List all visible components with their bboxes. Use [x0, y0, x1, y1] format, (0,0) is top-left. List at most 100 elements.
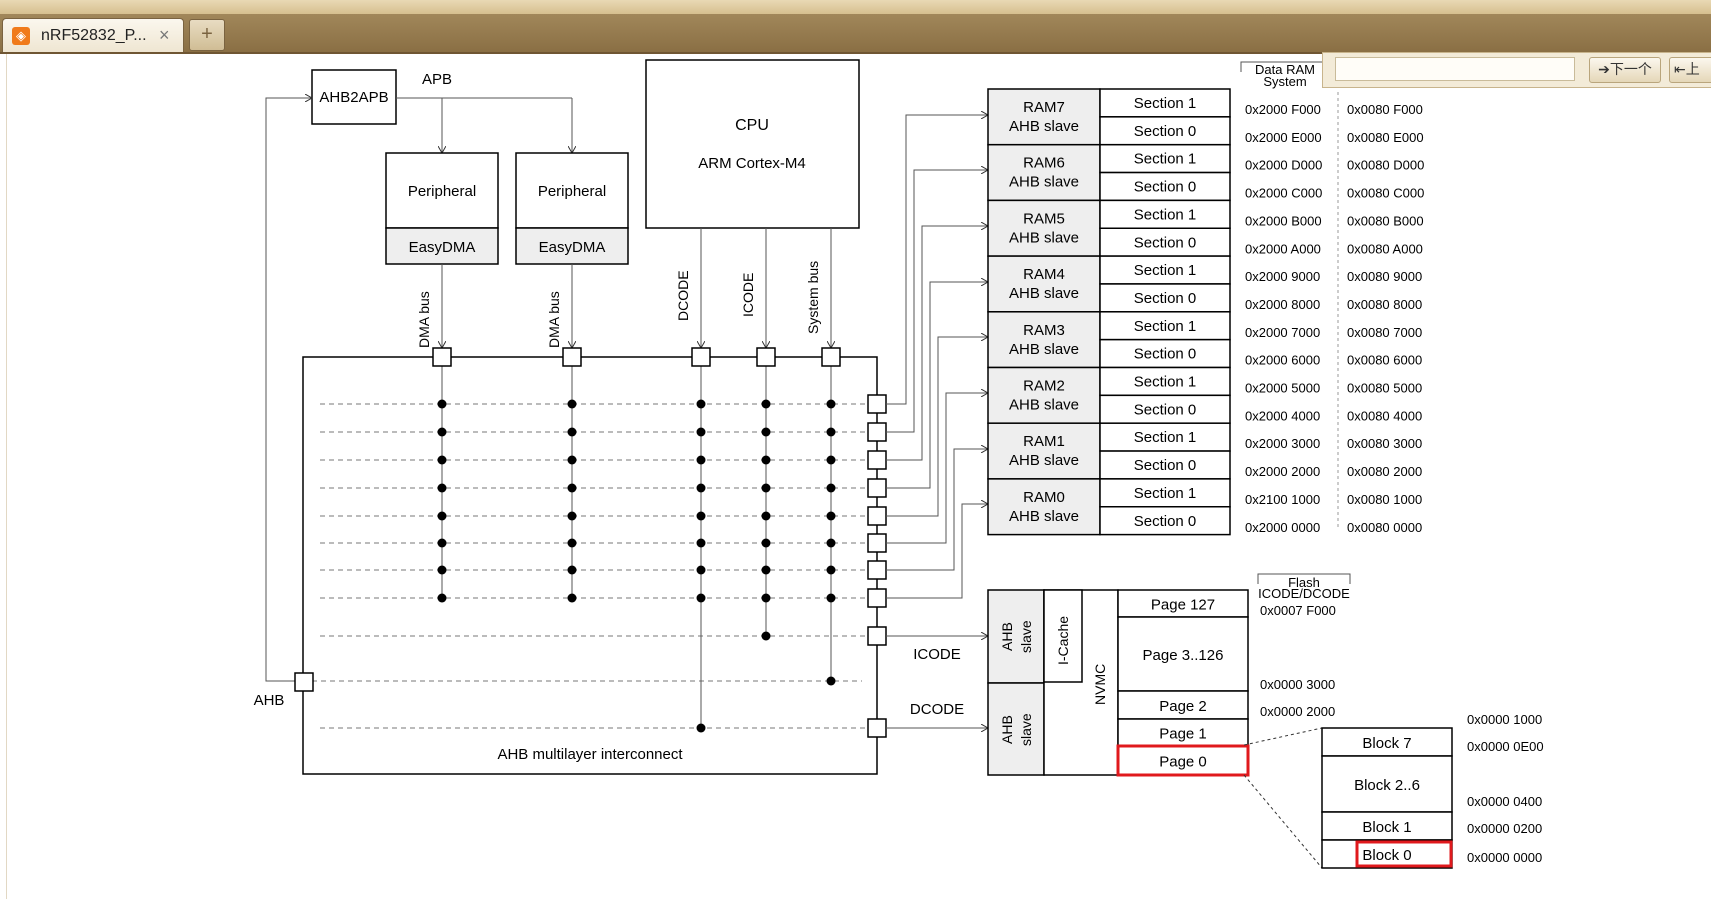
connection-dot [437, 565, 447, 575]
connection-dot [696, 723, 706, 733]
ahb-slave-label: AHB [999, 622, 1015, 651]
ram-slave-box [987, 422, 1101, 480]
connection-dot [437, 593, 447, 603]
block-box [1321, 839, 1453, 869]
data-ram-address: 0x2000 4000 [1245, 408, 1320, 423]
connection-dot [826, 538, 836, 548]
ram-name: RAM5 [1023, 210, 1065, 227]
flash-page-label: Page 1 [1159, 726, 1207, 743]
ahb2apb-label: AHB2APB [319, 89, 388, 106]
connection-dot [567, 538, 577, 548]
section0-box [1099, 394, 1231, 424]
section1-box [1099, 88, 1231, 118]
find-prev-button[interactable]: ⇤上 [1669, 57, 1711, 83]
connection-dot [696, 538, 706, 548]
interconnect-box [302, 356, 878, 775]
system-address: 0x0080 7000 [1347, 325, 1422, 340]
connection-dot [826, 455, 836, 465]
close-icon[interactable]: × [159, 25, 170, 45]
dma-bus-label: DMA bus [546, 291, 562, 348]
section0-box [1099, 283, 1231, 313]
connection-dot [761, 455, 771, 465]
cpu-core-label: ARM Cortex-M4 [698, 155, 806, 172]
connection-dot [826, 676, 836, 686]
section1-box [1099, 199, 1231, 229]
section1-label: Section 1 [1134, 318, 1197, 335]
flash-page-box [1117, 616, 1249, 692]
section1-box [1099, 311, 1231, 341]
peripheral-label: Peripheral [408, 183, 476, 200]
connection-dot [437, 511, 447, 521]
easydma-label: EasyDMA [539, 239, 606, 256]
icache-label: I-Cache [1055, 616, 1071, 665]
nvmc-label: NVMC [1092, 664, 1108, 705]
data-ram-address: 0x2000 B000 [1245, 213, 1322, 228]
find-input[interactable] [1335, 57, 1575, 81]
dma-bus-label: DMA bus [416, 291, 432, 348]
connection-dot [761, 483, 771, 493]
connection-dot [567, 483, 577, 493]
section0-box [1099, 506, 1231, 536]
system-address: 0x0080 5000 [1347, 381, 1422, 396]
document-icon: ◈ [12, 27, 30, 45]
system-address: 0x0080 8000 [1347, 297, 1422, 312]
ram-slave-label: AHB slave [1009, 508, 1079, 525]
find-next-button[interactable]: ➔下一个 [1589, 57, 1661, 83]
connection-dot [826, 483, 836, 493]
connection-dot [761, 427, 771, 437]
dcode-out-label: DCODE [910, 701, 964, 718]
section0-label: Section 0 [1134, 513, 1197, 530]
flash-page-box [1117, 718, 1249, 747]
block-label: Block 0 [1362, 847, 1411, 864]
ram-slave-box [987, 311, 1101, 369]
ram-slave-box [987, 143, 1101, 202]
section0-label: Section 0 [1134, 290, 1197, 307]
data-ram-address: 0x2000 9000 [1245, 269, 1320, 284]
connection-dot [696, 455, 706, 465]
system-bus-label: System bus [805, 261, 821, 334]
section0-box [1099, 227, 1231, 257]
new-tab-button[interactable]: + [189, 19, 225, 51]
section0-label: Section 0 [1134, 234, 1197, 251]
connection-dot [761, 511, 771, 521]
section0-label: Section 0 [1134, 123, 1197, 140]
interconnect-label: AHB multilayer interconnect [497, 746, 683, 763]
connection-dot [761, 538, 771, 548]
section1-label: Section 1 [1134, 485, 1197, 502]
ram-slave-box [987, 366, 1101, 424]
ram-slave-label: AHB slave [1009, 397, 1079, 414]
ram-slave-label: AHB slave [1009, 285, 1079, 302]
connection-dot [567, 593, 577, 603]
data-ram-address: 0x2000 7000 [1245, 325, 1320, 340]
block-address: 0x0000 1000 [1467, 712, 1542, 727]
ram-header-data: Data RAM [1255, 62, 1315, 77]
system-address: 0x0080 A000 [1347, 241, 1423, 256]
ram-name: RAM6 [1023, 155, 1065, 172]
data-ram-address: 0x2000 5000 [1245, 381, 1320, 396]
tab-document[interactable]: ◈ nRF52832_P... × [2, 18, 184, 52]
viewer-border [6, 54, 7, 899]
ram-slave-box [987, 199, 1101, 257]
peripheral-2: Peripheral EasyDMA [515, 152, 629, 265]
section0-box [1099, 171, 1231, 202]
section1-box [1099, 366, 1231, 397]
data-ram-address: 0x2000 6000 [1245, 353, 1320, 368]
flash-addr: 0x0000 2000 [1260, 704, 1335, 719]
ram-slave-label: AHB slave [1009, 229, 1079, 246]
zoom-line-top [1243, 727, 1323, 746]
section1-box [1099, 143, 1231, 174]
system-address: 0x0080 F000 [1347, 102, 1423, 117]
block0-highlight [1355, 840, 1453, 868]
window-top-strip [0, 0, 1711, 14]
icode-out-label: ICODE [913, 646, 961, 663]
data-ram-address: 0x2000 8000 [1245, 297, 1320, 312]
crossbar-connections [437, 399, 836, 733]
flash-header: Flash [1288, 575, 1320, 590]
ram-slave-label: AHB slave [1009, 341, 1079, 358]
connection-dot [761, 593, 771, 603]
ahb-label: AHB [254, 692, 285, 709]
connection-dot [437, 483, 447, 493]
ram-slave-label: AHB slave [1009, 452, 1079, 469]
